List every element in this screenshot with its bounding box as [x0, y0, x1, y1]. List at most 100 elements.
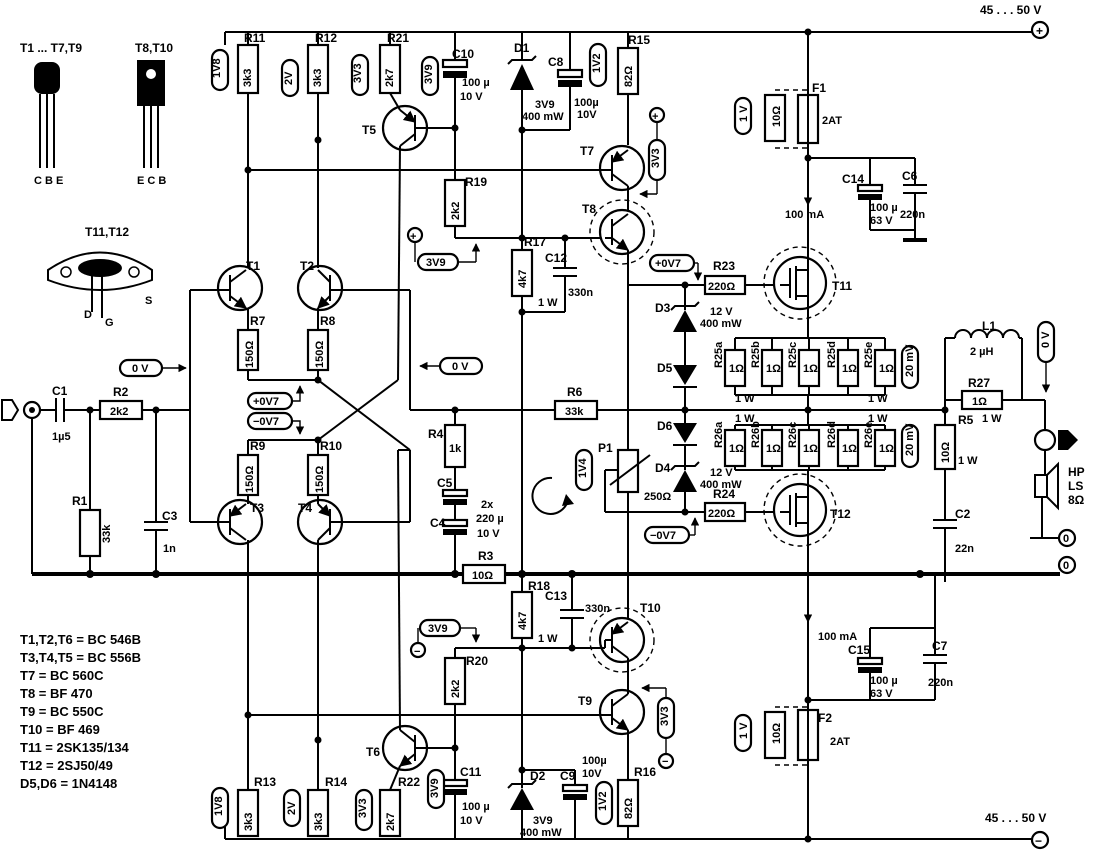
svg-text:R4: R4: [428, 427, 444, 441]
svg-text:T1: T1: [246, 259, 260, 273]
svg-text:1Ω: 1Ω: [766, 363, 781, 375]
svg-text:10 V: 10 V: [460, 815, 483, 827]
svg-text:T4: T4: [298, 501, 312, 515]
svg-text:−0V7: −0V7: [253, 416, 279, 428]
svg-text:10 V: 10 V: [477, 528, 500, 540]
svg-text:C8: C8: [548, 55, 564, 69]
r11-resistor: R11 3k3: [236, 31, 266, 95]
to3-package: T11,T12 D G S: [47, 225, 153, 329]
svg-text:−: −: [414, 646, 420, 658]
svg-text:L1: L1: [982, 319, 996, 333]
svg-text:2k2: 2k2: [450, 680, 462, 698]
svg-text:1 W: 1 W: [958, 455, 978, 467]
f1-shunt: 10Ω 1 V: [733, 89, 808, 149]
svg-text:3V9: 3V9: [533, 815, 553, 827]
r21-resistor: R21 2k7: [378, 31, 409, 95]
svg-text:1Ω: 1Ω: [729, 443, 744, 455]
svg-text:1 W: 1 W: [868, 413, 888, 425]
r25a: R25a 1Ω: [713, 341, 747, 388]
p07-arrow-b: +0V7: [648, 253, 703, 281]
v3v3-arrow-bottom: 3V3 −: [641, 683, 676, 770]
t4-transistor: T4: [296, 498, 410, 546]
svg-text:T11: T11: [832, 279, 852, 293]
r8-resistor: R8 150Ω: [306, 314, 336, 372]
svg-text:3V3: 3V3: [357, 798, 369, 818]
svg-text:R27: R27: [968, 376, 990, 390]
svg-text:T3,T4,T5 = BC 556B: T3,T4,T5 = BC 556B: [20, 650, 141, 665]
r26c: R26c 1Ω: [787, 422, 821, 468]
svg-text:3V9: 3V9: [423, 64, 435, 84]
svg-text:C11: C11: [460, 765, 482, 779]
svg-text:2AT: 2AT: [830, 736, 850, 748]
svg-text:C B E: C B E: [34, 175, 63, 187]
svg-text:R26b: R26b: [750, 421, 762, 448]
negative-rail: − 45 . . . 50 V: [225, 811, 1050, 850]
svg-text:1 W: 1 W: [735, 393, 755, 405]
svg-text:LS: LS: [1068, 479, 1083, 493]
svg-text:R25b: R25b: [750, 341, 762, 368]
svg-text:10V: 10V: [577, 109, 597, 121]
svg-text:2k2: 2k2: [110, 406, 128, 418]
mv20-bottom: 20 mV: [900, 423, 920, 469]
svg-text:C7: C7: [932, 639, 948, 653]
svg-text:T9 = BC 550C: T9 = BC 550C: [20, 704, 104, 719]
c5-capacitor: C5: [437, 476, 469, 505]
svg-text:1 V: 1 V: [738, 105, 750, 122]
svg-text:3V9: 3V9: [535, 99, 555, 111]
svg-text:R16: R16: [634, 765, 656, 779]
v0c-arrow: 0 V: [1036, 320, 1056, 393]
svg-text:D4: D4: [655, 461, 671, 475]
v2v-bottom: 2V: [282, 788, 302, 828]
svg-text:82Ω: 82Ω: [623, 66, 635, 87]
r10-resistor: R10 150Ω: [306, 439, 342, 497]
t11-mosfet: T11: [763, 246, 852, 320]
v3v3-top: 3V3: [350, 53, 370, 97]
svg-text:150Ω: 150Ω: [244, 466, 256, 493]
l1-inductor: L1 2 µH: [954, 319, 1020, 358]
svg-text:1Ω: 1Ω: [972, 396, 987, 408]
v0a-arrow: 0 V: [118, 358, 187, 378]
c1-capacitor: C1 1µ5: [52, 384, 71, 443]
f2-fuse: F2 2AT: [796, 708, 850, 762]
c6-capacitor: C6 220n: [900, 169, 927, 221]
d6-diode: D6: [657, 419, 697, 446]
v1v2-top: 1V2: [588, 42, 608, 88]
svg-text:0: 0: [1063, 533, 1069, 545]
svg-text:+0V7: +0V7: [253, 396, 279, 408]
svg-text:220Ω: 220Ω: [708, 281, 735, 293]
c14-capacitor: C14 100 µ 63 V: [842, 172, 898, 227]
svg-text:2AT: 2AT: [822, 115, 842, 127]
input-connector[interactable]: [1, 399, 42, 574]
svg-text:R23: R23: [713, 259, 735, 273]
svg-text:D2: D2: [530, 769, 546, 783]
svg-text:10Ω: 10Ω: [771, 106, 783, 127]
svg-text:T2: T2: [300, 259, 314, 273]
svg-text:1V4: 1V4: [577, 458, 589, 478]
svg-text:2V: 2V: [286, 801, 298, 815]
svg-text:P1: P1: [598, 441, 613, 455]
svg-text:10V: 10V: [582, 768, 602, 780]
svg-text:3k3: 3k3: [242, 69, 254, 87]
v3v9-top: 3V9: [420, 55, 440, 97]
svg-text:D5,D6 = 1N4148: D5,D6 = 1N4148: [20, 776, 117, 791]
svg-text:1 W: 1 W: [538, 633, 558, 645]
svg-text:100 µ: 100 µ: [462, 77, 490, 89]
svg-text:1V2: 1V2: [597, 791, 609, 811]
c4-capacitor: C4: [430, 516, 469, 535]
svg-text:8Ω: 8Ω: [1068, 493, 1085, 507]
svg-text:+: +: [1036, 24, 1043, 38]
c13-capacitor: C13 330n: [545, 589, 610, 619]
svg-text:1 W: 1 W: [982, 413, 1002, 425]
svg-text:1Ω: 1Ω: [842, 363, 857, 375]
svg-text:0 V: 0 V: [132, 363, 149, 375]
component-legend: T1,T2,T6 = BC 546B T3,T4,T5 = BC 556B T7…: [20, 632, 141, 791]
r26a: R26a 1Ω: [713, 421, 747, 468]
positive-rail-label: 45 . . . 50 V: [980, 3, 1041, 17]
svg-text:D1: D1: [514, 41, 530, 55]
d2-zener: D2 3V9 400 mW: [507, 769, 562, 839]
svg-text:R26e: R26e: [863, 422, 875, 448]
svg-text:C3: C3: [162, 509, 178, 523]
r25b: R25b 1Ω: [750, 341, 784, 388]
svg-text:100µ: 100µ: [574, 97, 599, 109]
svg-text:3V9: 3V9: [429, 778, 441, 798]
